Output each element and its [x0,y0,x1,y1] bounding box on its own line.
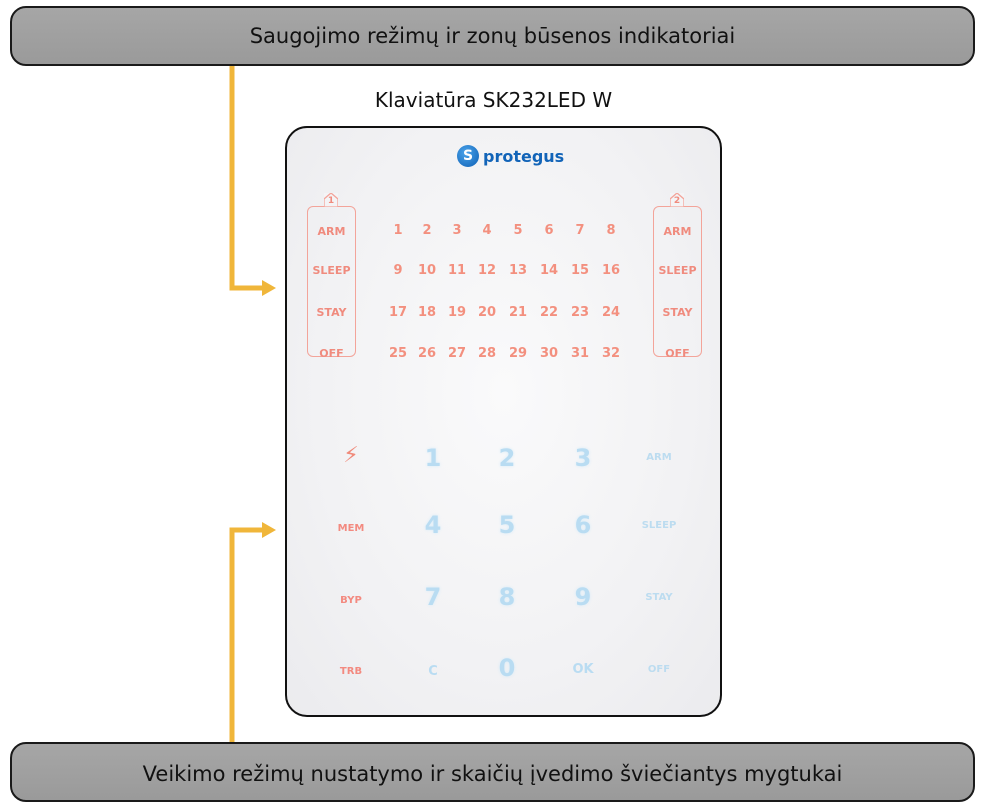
key-6[interactable]: 6 [574,511,592,539]
key-mem[interactable]: MEM [337,523,365,534]
logo-text: protegus [483,146,565,166]
partition-1-sleep: SLEEP [312,264,351,277]
zone-indicator-17: 17 [388,305,408,320]
zone-indicator-20: 20 [477,305,497,320]
partition-2-sleep: SLEEP [658,264,697,277]
key-2[interactable]: 2 [498,444,516,472]
top-callout-arrow [229,66,262,291]
zone-indicator-29: 29 [508,346,528,361]
keypad-device: S protegus 1 ARM SLEEP STAY OFF 2 ARM SL… [285,126,722,717]
zone-indicator-9: 9 [393,263,403,278]
key-1[interactable]: 1 [424,444,442,472]
key-ok[interactable]: OK [572,662,594,677]
top-banner: Saugojimo režimų ir zonų būsenos indikat… [10,6,975,66]
zone-indicator-8: 8 [606,223,616,238]
panic-key[interactable]: ⚡ [343,443,359,468]
bottom-banner-text: Veikimo režimų nustatymo ir skaičių įved… [142,762,843,786]
partition-1-off: OFF [319,347,344,360]
key-byp[interactable]: BYP [340,595,362,606]
key-3[interactable]: 3 [574,444,592,472]
partition-1-tag: 1 [324,193,338,207]
key-5[interactable]: 5 [498,511,516,539]
key-9[interactable]: 9 [574,583,592,611]
partition-1-indicators: 1 ARM SLEEP STAY OFF [307,193,356,360]
zone-indicator-4: 4 [482,223,492,238]
key-trb[interactable]: TRB [339,666,363,677]
zone-indicator-14: 14 [539,263,559,278]
zone-indicator-22: 22 [539,305,559,320]
zone-indicator-2: 2 [422,223,432,238]
zone-indicator-24: 24 [601,305,621,320]
zone-indicator-32: 32 [601,346,621,361]
zone-indicator-23: 23 [570,305,590,320]
zone-indicator-18: 18 [417,305,437,320]
protegus-logo: S protegus [457,145,564,167]
keypad-title: Klaviatūra SK232LED W [374,88,613,112]
key-7[interactable]: 7 [424,583,442,611]
zone-indicator-11: 11 [447,263,467,278]
partition-2-tag: 2 [670,193,684,207]
key-off[interactable]: OFF [647,664,671,675]
bottom-banner: Veikimo režimų nustatymo ir skaičių įved… [10,742,975,802]
partition-2-stay: STAY [662,306,693,319]
key-4[interactable]: 4 [424,511,442,539]
top-arrow-head [262,280,276,296]
bottom-callout-arrow [229,527,262,743]
zone-indicator-5: 5 [513,223,523,238]
key-arm[interactable]: ARM [646,452,672,463]
key-sleep[interactable]: SLEEP [641,520,677,531]
zone-indicator-19: 19 [447,305,467,320]
zone-indicator-21: 21 [508,305,528,320]
partition-2-indicators: 2 ARM SLEEP STAY OFF [653,193,702,360]
zone-indicator-10: 10 [417,263,437,278]
zone-indicator-28: 28 [477,346,497,361]
zone-indicator-25: 25 [388,346,408,361]
zone-indicator-26: 26 [417,346,437,361]
zone-indicator-7: 7 [575,223,585,238]
zone-indicator-3: 3 [452,223,462,238]
key-stay[interactable]: STAY [645,592,673,603]
key-0[interactable]: 0 [498,654,516,682]
zone-indicator-6: 6 [544,223,554,238]
zone-indicator-30: 30 [539,346,559,361]
partition-2-off: OFF [665,347,690,360]
key-c[interactable]: C [428,664,438,679]
partition-1-stay: STAY [316,306,347,319]
partition-1-arm: ARM [317,225,346,238]
zone-indicator-13: 13 [508,263,528,278]
zone-indicator-1: 1 [393,223,403,238]
zone-indicator-12: 12 [477,263,497,278]
bottom-arrow-head [262,522,276,538]
zone-indicator-27: 27 [447,346,467,361]
logo-mark-icon: S [457,145,479,167]
key-8[interactable]: 8 [498,583,516,611]
top-banner-text: Saugojimo režimų ir zonų būsenos indikat… [249,24,736,48]
partition-2-arm: ARM [663,225,692,238]
zone-indicator-16: 16 [601,263,621,278]
zone-indicator-31: 31 [570,346,590,361]
zone-indicator-15: 15 [570,263,590,278]
